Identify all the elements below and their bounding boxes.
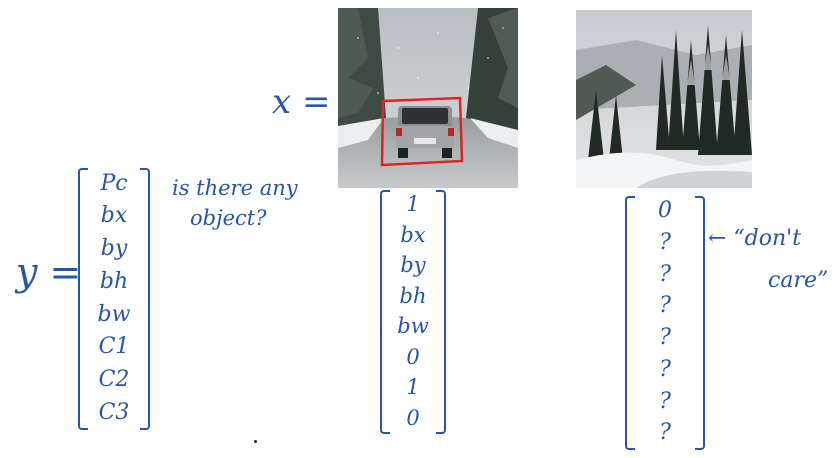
car-example-vector: 1 bx by bh bw 0 1 0 <box>380 190 446 434</box>
vector-entry: bh <box>99 268 129 294</box>
left-bracket <box>625 196 635 450</box>
dont-care-line-1: ← “don't <box>708 226 802 251</box>
vector-entry: ? <box>659 229 671 255</box>
vector-entry: C2 <box>98 367 130 393</box>
vector-entry: 1 <box>406 192 420 217</box>
y-equals-label: y = <box>16 250 82 294</box>
vector-entry: C3 <box>98 399 130 425</box>
no-object-example-vector: 0??????? <box>625 196 705 450</box>
left-bracket <box>78 168 88 430</box>
right-bracket <box>140 168 150 430</box>
vector-entry: bx <box>100 203 128 229</box>
question-line-1: is there any <box>172 176 298 200</box>
right-bracket <box>436 190 446 434</box>
bounding-box <box>380 96 464 167</box>
question-line-2: object? <box>190 206 267 230</box>
vector-entry: ? <box>659 261 671 287</box>
vector-entry: by <box>400 253 426 278</box>
right-bracket <box>695 196 705 450</box>
forest-photo <box>576 10 752 188</box>
stray-dot <box>254 440 257 443</box>
vector-entry: bx <box>400 222 426 247</box>
vector-entry: ? <box>659 420 671 446</box>
vector-entry: by <box>100 236 128 262</box>
vector-entry: bh <box>399 283 427 308</box>
car-photo <box>338 8 518 188</box>
left-bracket <box>380 190 390 434</box>
dont-care-line-2: care” <box>768 268 829 293</box>
vector-entry: ? <box>659 388 671 414</box>
vector-entry: 0 <box>406 344 420 369</box>
vector-entry: Pc <box>100 170 128 196</box>
vector-entry: ? <box>659 356 671 382</box>
vector-entry: ? <box>659 325 671 351</box>
vector-entry: bw <box>397 314 429 339</box>
vector-entry: C1 <box>98 334 130 360</box>
x-equals-label: x = <box>272 82 331 122</box>
vector-entry: 0 <box>658 198 672 224</box>
vector-entry: 1 <box>406 375 420 400</box>
vector-entry: 0 <box>406 405 420 430</box>
vector-entry: ? <box>659 293 671 319</box>
vector-entry: bw <box>97 301 131 327</box>
